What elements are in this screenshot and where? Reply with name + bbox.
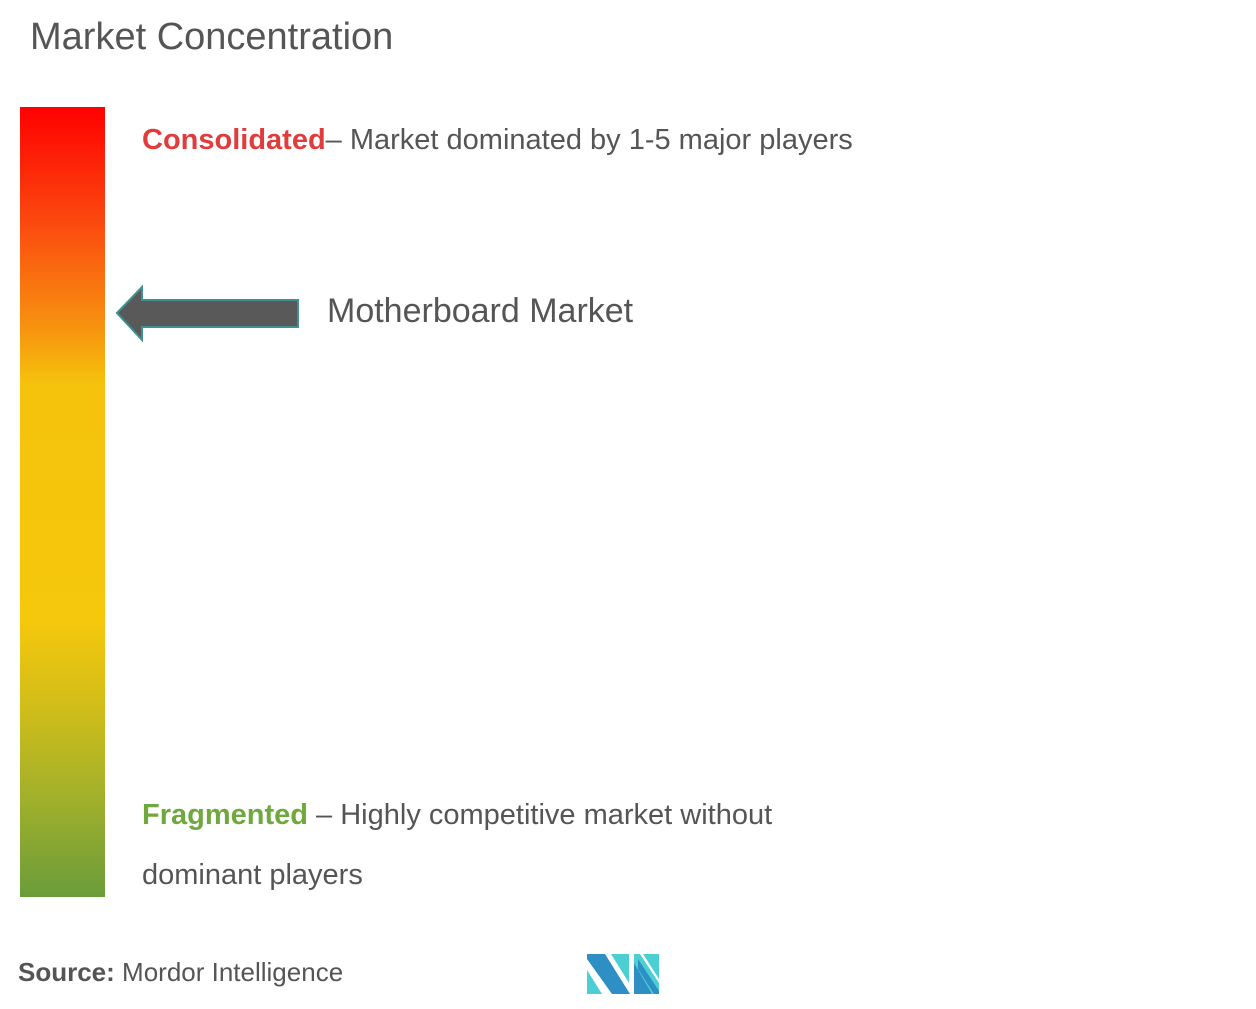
fragmented-description: Fragmented – Highly competitive market w… [142,785,862,905]
source-value: Mordor Intelligence [114,957,344,987]
concentration-gradient-bar [20,107,105,897]
arrow-left-icon [115,284,299,343]
fragmented-label: Fragmented [142,799,308,831]
mordor-intelligence-logo-icon [587,954,659,994]
chart-title: Market Concentration [30,16,394,58]
source-label: Source: [18,957,115,987]
fragmented-text: – Highly competitive market without domi… [142,799,773,891]
market-marker-label: Motherboard Market [327,292,634,330]
consolidated-description: Consolidated– Market dominated by 1-5 ma… [142,110,862,170]
consolidated-text: – Market dominated by 1-5 major players [325,124,853,156]
source-note: Source: Mordor Intelligence [18,957,343,988]
consolidated-label: Consolidated [142,124,326,156]
